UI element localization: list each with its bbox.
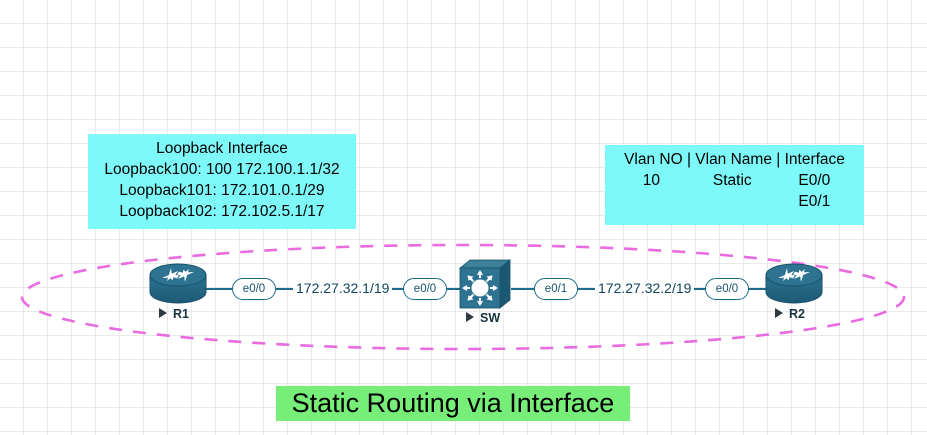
vlan-name-cell bbox=[692, 191, 773, 212]
switch-icon bbox=[458, 259, 512, 309]
vlan-no-cell: 10 bbox=[642, 172, 661, 189]
device-r2[interactable]: R2 bbox=[764, 262, 824, 321]
link-segment-pill-to-r2 bbox=[748, 288, 776, 290]
link-segment-r1-to-pill bbox=[205, 288, 233, 290]
router-icon bbox=[149, 263, 207, 304]
vlan-no-cell bbox=[611, 191, 692, 212]
interface-pill-sw-e0-1[interactable]: e0/1 bbox=[534, 278, 578, 300]
vlan-table-row: E0/1 bbox=[605, 191, 864, 212]
device-label-r1: R1 bbox=[173, 307, 189, 321]
link-segment-sw-to-pill bbox=[511, 288, 535, 290]
device-caret-sw bbox=[466, 312, 474, 322]
loopback-info-box: Loopback Interface Loopback100: 100 172.… bbox=[88, 134, 356, 229]
device-caret-r1 bbox=[159, 308, 167, 318]
vlan-table-header: Vlan NO | Vlan Name | Interface bbox=[624, 151, 845, 168]
vlan-table-row: 10 Static E0/0 bbox=[605, 170, 864, 191]
loopback-line-102: Loopback102: 172.102.5.1/17 bbox=[119, 203, 325, 220]
loopback-line-100: Loopback100: 100 172.100.1.1/32 bbox=[104, 161, 340, 178]
loopback-box-title: Loopback Interface bbox=[156, 140, 288, 157]
loopback-line-101: Loopback101: 172.101.0.1/29 bbox=[119, 182, 325, 199]
link-segment-pill-to-sw bbox=[447, 288, 461, 290]
interface-pill-sw-e0-0[interactable]: e0/0 bbox=[403, 278, 447, 300]
device-label-sw: SW bbox=[480, 311, 501, 325]
router-icon bbox=[765, 263, 823, 304]
vlan-name-cell: Static bbox=[712, 172, 752, 189]
diagram-title-banner: Static Routing via Interface bbox=[276, 386, 630, 421]
device-r1[interactable]: R1 bbox=[148, 262, 208, 321]
interface-pill-r2-e0-0[interactable]: e0/0 bbox=[705, 278, 749, 300]
device-sw[interactable]: SW bbox=[456, 258, 512, 325]
device-label-r2: R2 bbox=[789, 307, 805, 321]
link-ip-label-right: 172.27.32.2/19 bbox=[595, 280, 695, 296]
vlan-interface-cell: E0/0 bbox=[798, 172, 831, 189]
device-caret-r2 bbox=[775, 308, 783, 318]
vlan-info-box: Vlan NO | Vlan Name | Interface 10 Stati… bbox=[605, 145, 864, 225]
interface-pill-r1-e0-0[interactable]: e0/0 bbox=[232, 278, 276, 300]
link-ip-label-left: 172.27.32.1/19 bbox=[293, 280, 393, 296]
vlan-interface-cell: E0/1 bbox=[798, 193, 831, 210]
